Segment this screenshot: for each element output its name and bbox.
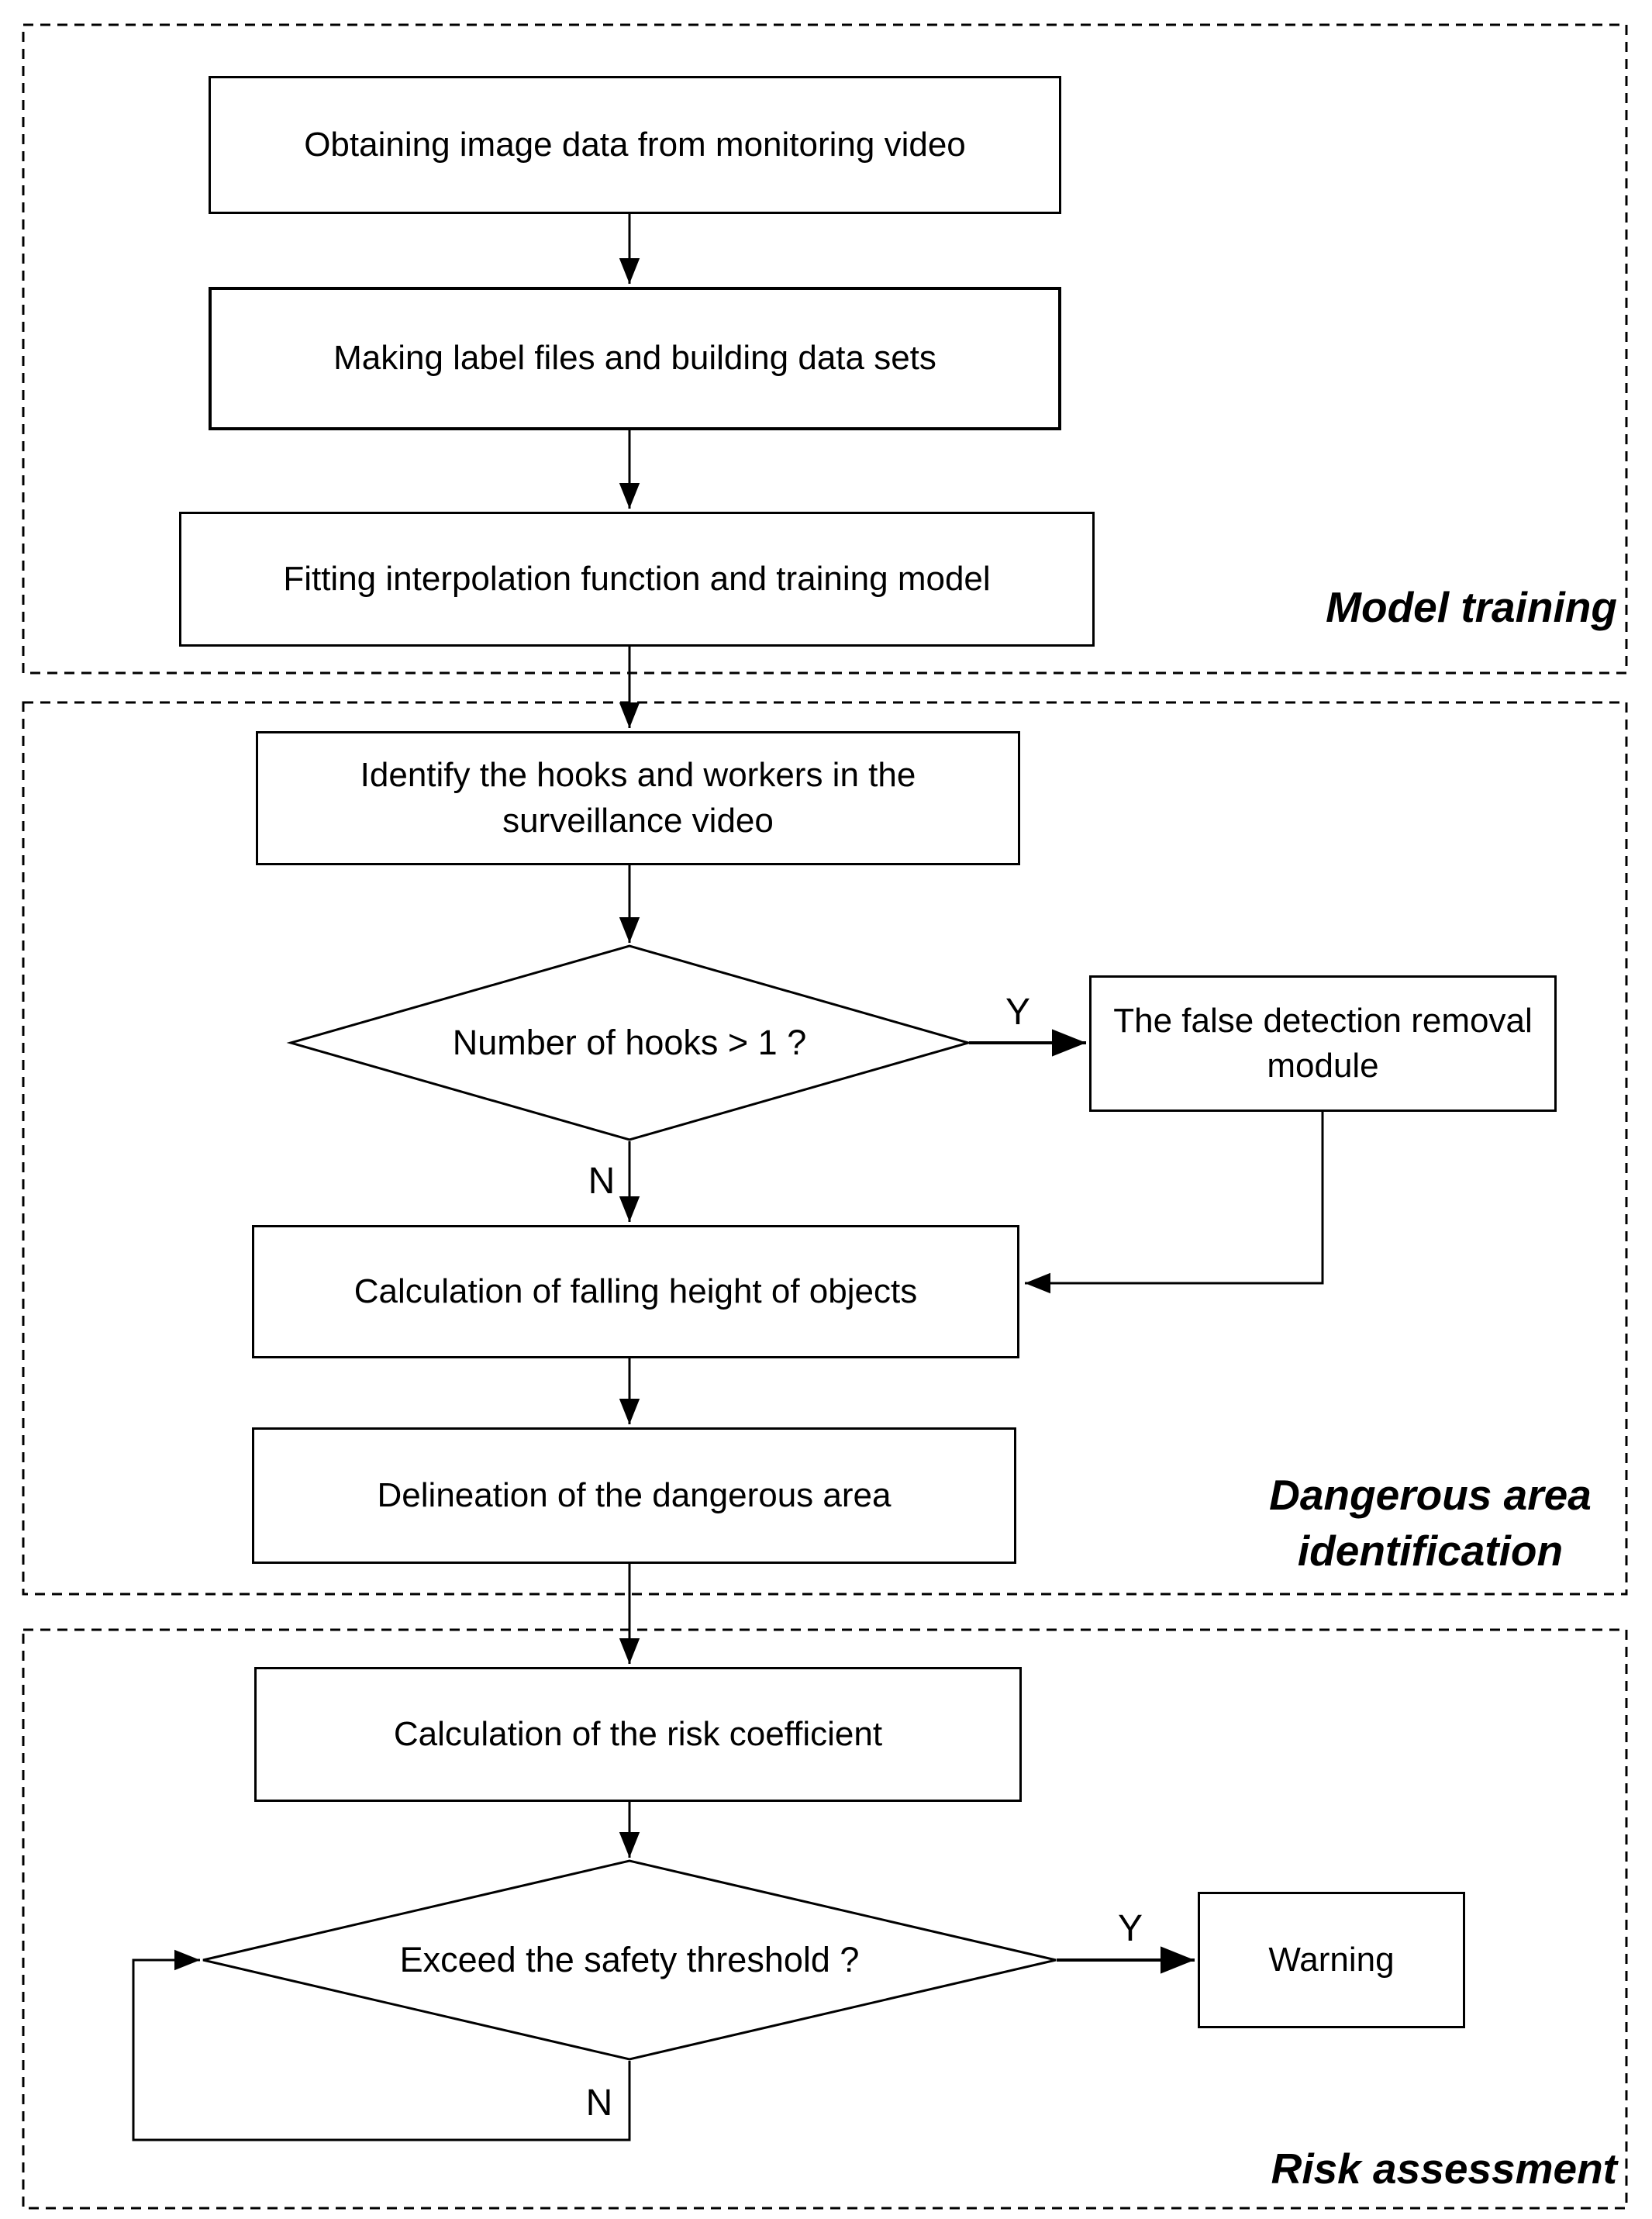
process-box-making-labels: Making label files and building data set…	[209, 287, 1061, 430]
process-box-fitting-interpolation: Fitting interpolation function and train…	[179, 512, 1095, 647]
decision-number-of-hooks-label: Number of hooks > 1 ?	[452, 1022, 807, 1062]
section-label-dangerous-area-identification: Dangerous area identification	[1269, 1471, 1592, 1575]
section-label-risk-assessment: Risk assessment	[1271, 2145, 1617, 2193]
branch-label-hooks-no: N	[588, 1161, 616, 1202]
branch-label-threshold-yes: Y	[1117, 1908, 1143, 1949]
process-box-risk-coefficient: Calculation of the risk coefficient	[254, 1667, 1022, 1802]
section-label-model-training: Model training	[1326, 583, 1617, 631]
terminal-box-warning: Warning	[1198, 1892, 1465, 2028]
section-risk-assessment-frame	[22, 1628, 1628, 2210]
decision-exceed-threshold-shape	[202, 1859, 1057, 2061]
branch-label-threshold-no: N	[585, 2083, 613, 2124]
decision-exceed-threshold-label: Exceed the safety threshold ?	[399, 1939, 860, 1979]
process-box-delineation-dangerous-area: Delineation of the dangerous area	[252, 1427, 1016, 1564]
arrow-false-detection-to-falling-height	[1025, 1112, 1324, 1294]
section-dangerous-area-frame	[22, 701, 1628, 1596]
decision-number-of-hooks-shape	[286, 944, 973, 1141]
section-model-training-frame	[22, 23, 1628, 675]
process-box-false-detection-removal: The false detection removal module	[1089, 975, 1557, 1112]
branch-label-hooks-yes: Y	[1005, 992, 1031, 1033]
process-box-obtaining-image: Obtaining image data from monitoring vid…	[209, 76, 1061, 214]
process-box-falling-height: Calculation of falling height of objects	[252, 1225, 1019, 1358]
arrow-threshold-no-loop	[132, 1949, 631, 2141]
process-box-identify-hooks-workers: Identify the hooks and workers in the su…	[256, 731, 1020, 865]
